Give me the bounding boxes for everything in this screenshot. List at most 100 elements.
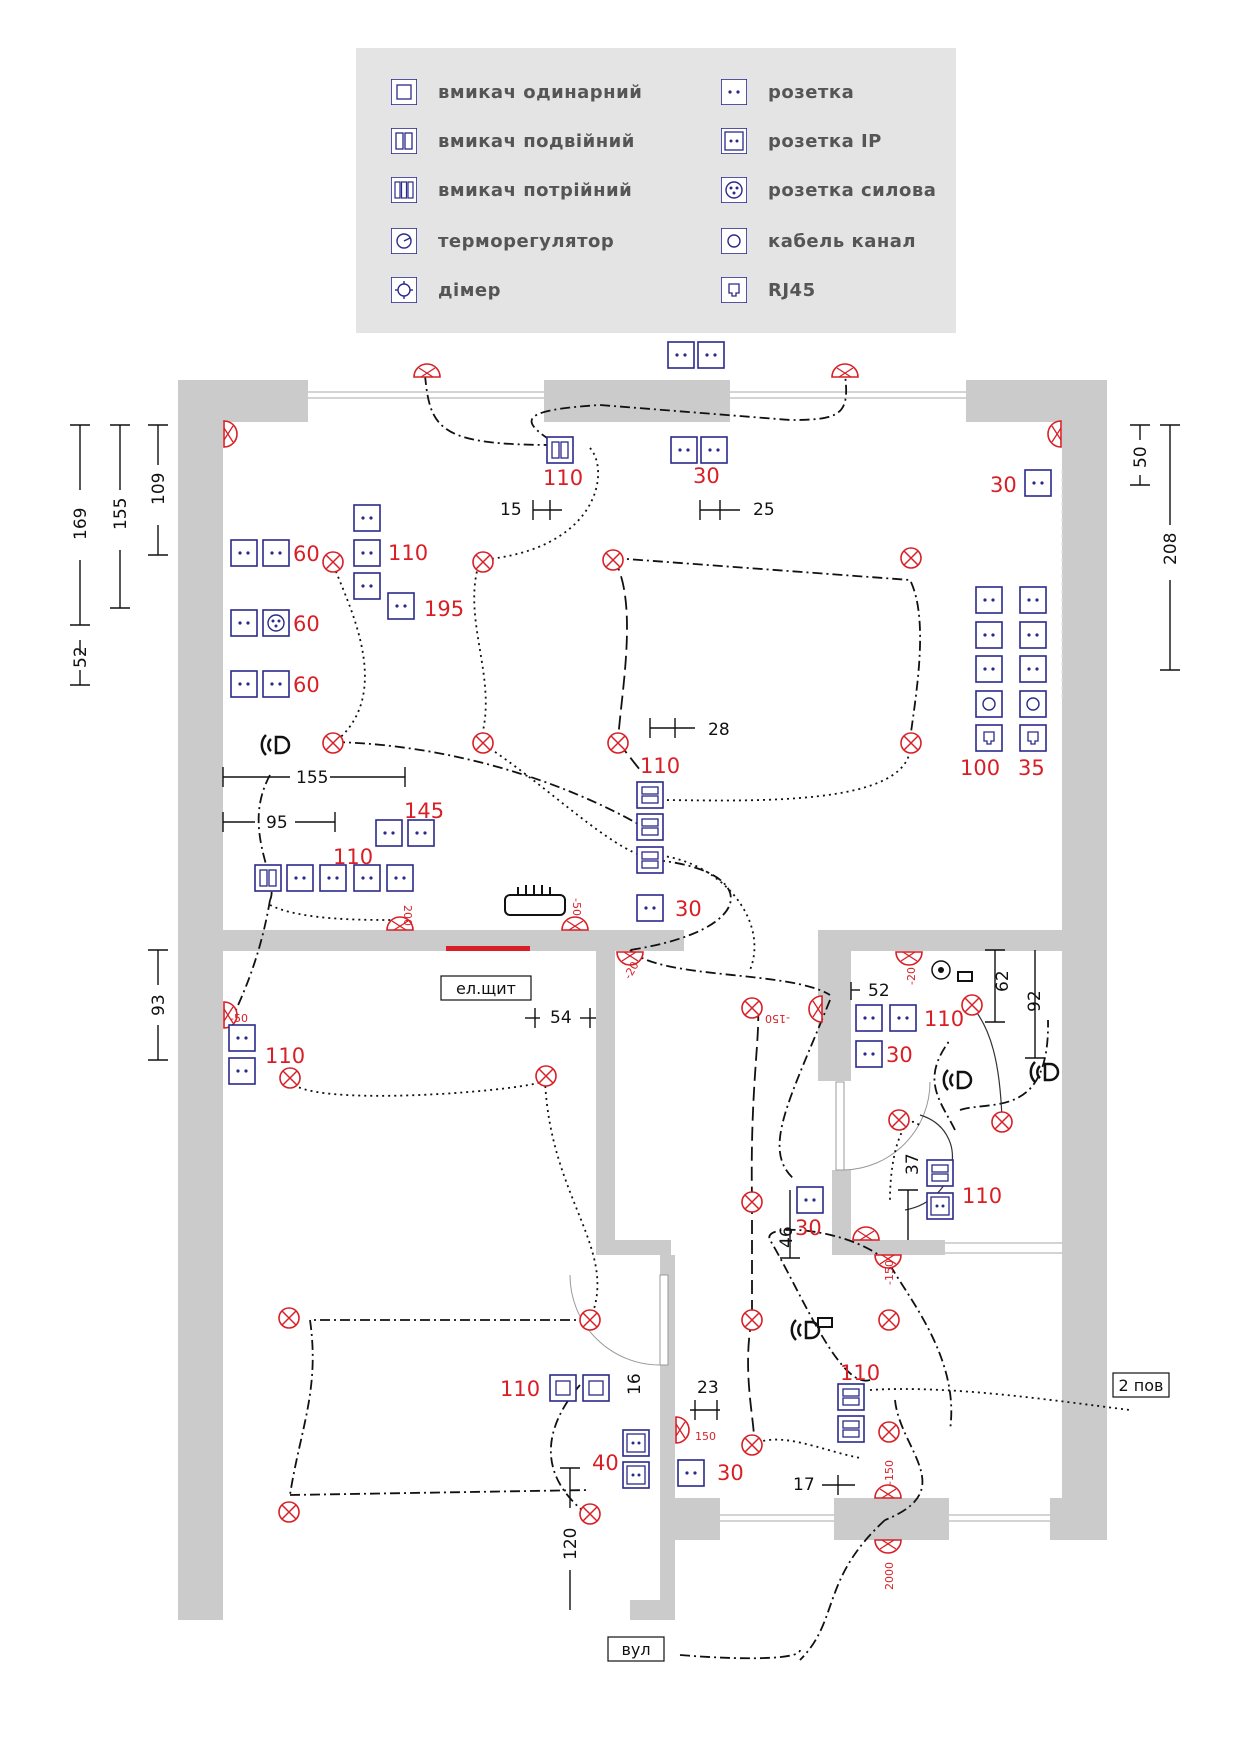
dimension-label: 23 [697,1378,719,1398]
dimension-label: 52 [71,646,91,668]
height-label: 60 [293,542,320,566]
legend-label: вмикач подвійний [438,130,635,152]
dimension-label: 16 [625,1373,645,1395]
legend-item-socket-power: розетка силова [720,173,936,207]
label-boxes: ел.щит вул 2 пов [440,975,1170,1662]
height-label: 110 [924,1007,964,1031]
dimension-lines [70,424,1180,1610]
height-label: 110 [388,541,428,565]
dimension-label: 92 [1025,990,1045,1012]
ceiling-lights [278,547,1013,1525]
dimmer-icon [390,276,418,304]
height-label: 110 [543,466,583,490]
small-height-marks: 200 -50 -20 -50 -150 -20 -150 150 -150 2… [230,898,918,1590]
height-label: 110 [640,754,680,778]
height-label: 110 [962,1184,1002,1208]
dimension-label: 155 [111,498,131,530]
socket-icon [720,78,748,106]
dimension-label: 52 [868,981,890,1001]
dimension-label: 50 [1131,446,1151,468]
height-mark: 200 [401,905,414,926]
ac-unit-icon [504,885,566,916]
dimension-label: 62 [993,970,1013,992]
dimension-label: 37 [903,1153,923,1175]
thermostat-icon [390,227,418,255]
height-mark: -150 [883,1260,896,1285]
socket-power-icon [720,176,748,204]
dimension-label: 169 [71,508,91,540]
switch-double-icon [390,127,418,155]
switch-triple-icon [390,176,418,204]
legend-label: RJ45 [768,279,816,301]
legend-label: вмикач одинарний [438,81,643,103]
legend-item-cable-channel: кабель канал [720,224,916,258]
legend-item-socket: розетка [720,75,854,109]
street-label: вул [621,1640,650,1659]
windows [308,391,1063,1522]
legend-label: розетка [768,81,855,103]
legend-label: кабель канал [768,230,917,252]
height-label: 110 [333,845,373,869]
legend-item-dimmer: дімер [390,273,501,307]
cable-channel-icon [720,227,748,255]
dimension-label: 17 [793,1475,815,1495]
height-label: 60 [293,673,320,697]
height-mark: -150 [883,1460,896,1485]
electrical-panel-mark [446,946,530,951]
dimension-label: 109 [149,473,169,505]
dimension-label: 155 [296,768,328,788]
legend-label: вмикач потрійний [438,179,633,201]
height-label: 110 [265,1044,305,1068]
height-mark: 150 [695,1430,716,1443]
legend: вмикач одинарний вмикач подвійний вмикач… [356,48,956,333]
legend-label: розетка IP [768,130,882,152]
device-symbols [228,341,1052,1489]
height-label: 60 [293,612,320,636]
legend-item-switch-triple: вмикач потрійний [390,173,632,207]
dimension-label: 46 [777,1226,797,1248]
dimension-label: 54 [550,1008,572,1028]
height-label: 30 [795,1216,822,1240]
walls [178,380,1107,1620]
height-mark: -20 [905,967,918,985]
height-label: 110 [840,1361,880,1385]
height-mark: -150 [765,1012,790,1025]
height-mark: -50 [230,1012,248,1025]
legend-item-switch-single: вмикач одинарний [390,75,642,109]
height-label: 110 [500,1377,540,1401]
switch-single-icon [390,78,418,106]
doors [569,1081,931,1366]
legend-item-socket-ip: розетка IP [720,124,882,158]
height-label: 35 [1018,756,1045,780]
dimension-labels: 15 25 28 155 95 54 52 62 92 37 46 23 16 … [71,446,1181,1560]
height-label: 40 [592,1451,619,1475]
panel-label: ел.щит [456,979,516,998]
height-label: 30 [717,1461,744,1485]
dimension-label: 28 [708,720,730,740]
dimension-label: 93 [149,994,169,1016]
dimension-label: 208 [1161,533,1181,565]
legend-item-thermostat: терморегулятор [390,224,614,258]
rj45-icon [720,276,748,304]
motion-sensors [260,733,1060,1342]
wiring [235,374,1131,1661]
height-mark: 2000 [883,1562,896,1590]
second-floor-label: 2 пов [1119,1376,1164,1395]
height-label: 30 [886,1043,913,1067]
legend-item-switch-double: вмикач подвійний [390,124,635,158]
height-label: 195 [424,597,464,621]
second-floor-label-box [1112,1372,1170,1398]
height-mark: -50 [570,898,583,916]
height-label: 30 [693,464,720,488]
dimension-label: 25 [753,500,775,520]
dimension-label: 15 [500,500,522,520]
height-labels: 110 30 30 60 60 60 110 195 100 35 110 14… [265,464,1045,1485]
dimension-label: 95 [266,813,288,833]
height-label: 145 [404,799,444,823]
legend-label: терморегулятор [438,230,615,252]
legend-label: дімер [438,279,502,301]
socket-ip-icon [720,127,748,155]
height-label: 30 [675,897,702,921]
panel-label-box [440,975,532,1001]
